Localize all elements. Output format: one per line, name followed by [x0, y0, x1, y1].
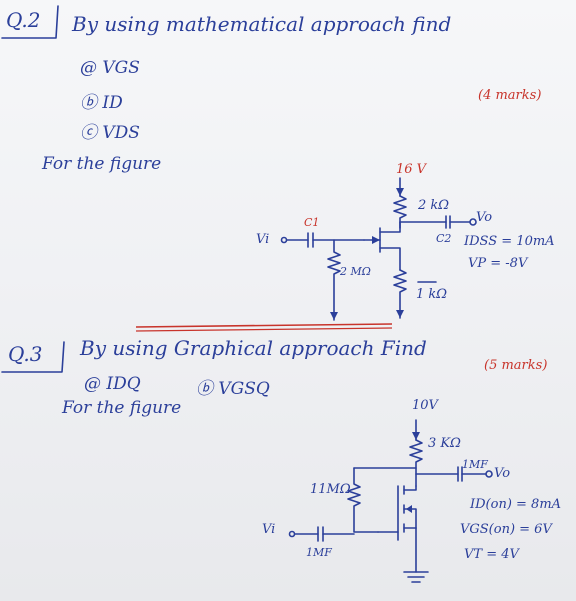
q2-for-figure: For the figure	[42, 154, 162, 174]
q3-vt-label: VT = 4V	[464, 547, 519, 562]
q3-id-on-label: ID(on) = 8mA	[470, 497, 562, 512]
q3-cout-label: 1MF	[462, 458, 488, 471]
q3-vdd-label: 10V	[412, 398, 438, 413]
q3-heading: By using Graphical approach Find	[80, 336, 427, 360]
q2-item-c: ⓒ VDS	[80, 123, 140, 143]
q2-rd-label: 2 kΩ	[418, 198, 450, 213]
q3-rd-label: 3 KΩ	[428, 436, 461, 451]
q2-vo-label: Vo	[476, 210, 493, 225]
q3-vgs-on-label: VGS(on) = 6V	[460, 522, 552, 537]
q2-item-a: @ VGS	[80, 58, 140, 78]
q2-item-b: ⓑ ID	[80, 93, 123, 113]
q3-marks: (5 marks)	[484, 358, 548, 373]
q3-rg-label: 11MΩ	[310, 482, 351, 497]
q3-for-figure: For the figure	[62, 398, 182, 418]
q2-rs-label: 1 kΩ	[416, 287, 448, 302]
q2-circuit-schematic	[280, 177, 477, 321]
q3-vi-label: Vi	[262, 522, 276, 537]
q3-circuit-schematic	[288, 419, 493, 583]
q3-number: Q.3	[8, 342, 43, 366]
q2-vi-label: Vi	[256, 232, 270, 247]
q3-item-a: @ IDQ	[84, 374, 141, 394]
q2-marks: (4 marks)	[478, 88, 542, 103]
question-separator	[135, 323, 393, 332]
q2-number-box	[1, 5, 59, 39]
q2-idss-label: IDSS = 10mA	[464, 234, 555, 249]
q2-rg-label: 2 MΩ	[340, 265, 371, 278]
q3-item-b: ⓑ VGSQ	[196, 379, 270, 399]
q2-vdd-label: 16 V	[396, 162, 427, 177]
q2-vp-label: VP = -8V	[468, 256, 528, 271]
q3-number-box	[1, 341, 65, 373]
q2-number: Q.2	[6, 8, 41, 32]
q3-vo-label: Vo	[494, 466, 511, 481]
q2-c1-label: C1	[304, 216, 320, 229]
q2-heading: By using mathematical approach find	[72, 12, 452, 36]
q2-c2-label: C2	[436, 232, 452, 245]
q3-cin-label: 1MF	[306, 546, 332, 559]
